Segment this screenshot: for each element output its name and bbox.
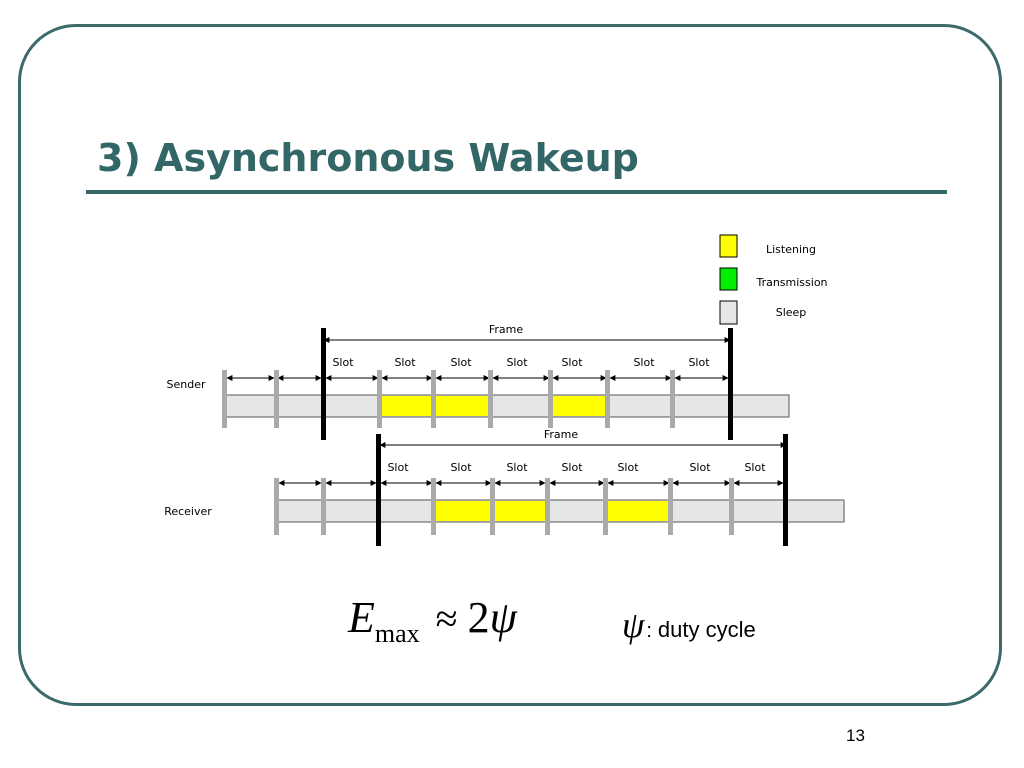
receiver-slot-label: Slot [744, 461, 766, 474]
sender-slot-divider [670, 370, 675, 428]
sender-slot-divider [377, 370, 382, 428]
receiver-slot-label: Slot [689, 461, 711, 474]
psi-definition: ψ:duty cycle [622, 604, 756, 646]
formula-psi-symbol: ψ [489, 593, 517, 642]
title-underline [86, 190, 947, 194]
receiver-slot-divider [729, 478, 734, 535]
formula-energy-symbol: E [348, 593, 375, 642]
legend-transmission-label: Transmission [755, 276, 827, 289]
psi-definition-symbol: ψ [622, 605, 645, 645]
receiver-slot-label: Slot [617, 461, 639, 474]
slide-border [18, 24, 1002, 706]
receiver-frame-marker [783, 434, 788, 546]
receiver-label: Receiver [164, 505, 212, 518]
sender-slot-label: Slot [561, 356, 583, 369]
receiver-listening-block [607, 501, 671, 521]
sender-slot-label: Slot [506, 356, 528, 369]
sender-slot-divider [548, 370, 553, 428]
sender-slot-label: Slot [633, 356, 655, 369]
receiver-timeline [276, 499, 845, 523]
sender-timeline [224, 394, 790, 418]
formula-approx-symbol: ≈ [435, 596, 458, 641]
page-number: 13 [846, 726, 865, 745]
slide-title: 3) Asynchronous Wakeup [97, 136, 639, 180]
psi-definition-text: duty cycle [657, 617, 756, 642]
receiver-frame-label: Frame [544, 428, 579, 441]
receiver-slot-divider [274, 478, 279, 535]
sender-slot-divider [431, 370, 436, 428]
receiver-slot-divider [490, 478, 495, 535]
legend-listening-label: Listening [766, 243, 816, 256]
psi-definition-separator: : [646, 620, 652, 642]
receiver-slot-divider [545, 478, 550, 535]
formula-subscript: max [374, 619, 420, 648]
sender-slot-divider [274, 370, 279, 428]
sender-frame-marker [728, 328, 733, 440]
receiver-slot-divider [431, 478, 436, 535]
receiver-slot-divider [321, 478, 326, 535]
sender-frame-marker [321, 328, 326, 440]
receiver-slot-label: Slot [387, 461, 409, 474]
legend-listening-swatch [719, 234, 738, 258]
sender-listening-block [551, 396, 607, 416]
legend-sleep-label: Sleep [776, 306, 807, 319]
receiver-slot-divider [668, 478, 673, 535]
receiver-frame-marker [376, 434, 381, 546]
receiver-slot-label: Slot [506, 461, 528, 474]
sender-slot-divider [605, 370, 610, 428]
formula-coefficient: 2 [467, 593, 490, 642]
sender-frame-label: Frame [489, 323, 524, 336]
legend-sleep-swatch [719, 300, 738, 325]
receiver-slot-label: Slot [561, 461, 583, 474]
sender-slot-label: Slot [450, 356, 472, 369]
receiver-slot-label: Slot [450, 461, 472, 474]
energy-formula: Emax ≈2ψ [348, 592, 517, 649]
sender-slot-label: Slot [394, 356, 416, 369]
receiver-slot-divider [603, 478, 608, 535]
sender-label: Sender [167, 378, 206, 391]
sender-slot-label: Slot [688, 356, 710, 369]
sender-slot-divider [222, 370, 227, 428]
legend-transmission-swatch [719, 267, 738, 291]
sender-slot-divider [488, 370, 493, 428]
sender-slot-label: Slot [332, 356, 354, 369]
